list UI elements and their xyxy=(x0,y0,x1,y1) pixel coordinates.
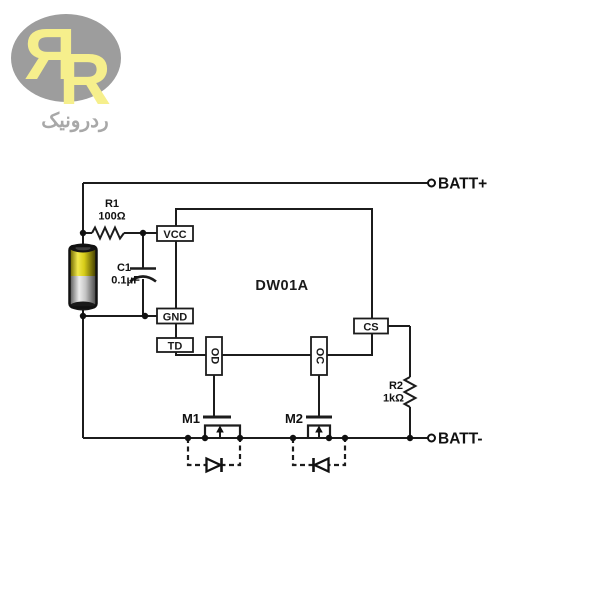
pin-label-td: TD xyxy=(168,340,183,352)
pin-box-cs xyxy=(353,317,389,335)
battery-icon xyxy=(68,243,98,311)
pin-box-td xyxy=(156,337,194,353)
pin-box-oc xyxy=(310,336,328,376)
junction-dot xyxy=(141,312,149,320)
brand-logo: Я R ردرونیک xyxy=(11,14,121,133)
junction-dot xyxy=(325,434,333,442)
junction-dots xyxy=(79,229,414,442)
logo-monogram-right: R xyxy=(59,40,111,120)
m2-ref-label: M2 xyxy=(285,411,303,426)
resistor-r1-icon xyxy=(91,225,125,241)
body-diode-m2-icon xyxy=(291,438,347,474)
chip-label: DW01A xyxy=(255,278,308,294)
chip-outline xyxy=(175,208,373,356)
junction-dot xyxy=(289,434,297,442)
chip-pins: VCC GND TD OD OC CS xyxy=(156,225,389,376)
c1-value-label: 0.1μF xyxy=(111,275,140,287)
junction-dot xyxy=(139,229,147,237)
r2-ref-label: R2 xyxy=(389,380,403,392)
pin-label-oc: OC xyxy=(314,348,326,365)
pin-label-gnd: GND xyxy=(163,311,188,323)
pin-label-od: OD xyxy=(209,348,221,365)
resistor-r2-icon xyxy=(402,376,418,408)
m2-diode-dashed-loop xyxy=(291,438,347,467)
m2-diode-triangle xyxy=(311,456,330,474)
m1-channel xyxy=(203,424,242,438)
capacitor-c1-icon xyxy=(129,267,157,283)
logo-ellipse xyxy=(11,14,121,102)
batt-minus-label: BATT- xyxy=(438,431,482,448)
component-labels: BATT+ BATT- R1 100Ω C1 0.1μF R2 1kΩ M1 M… xyxy=(98,176,487,448)
r1-ref-label: R1 xyxy=(105,198,119,210)
pin-box-gnd xyxy=(156,307,194,325)
junction-dot xyxy=(79,229,87,237)
pin-box-od xyxy=(205,336,223,376)
junction-dot xyxy=(341,434,349,442)
terminal-batt-plus-icon xyxy=(427,178,436,188)
body-diode-m1-icon xyxy=(186,438,242,474)
logo-wordmark: ردرونیک xyxy=(41,110,108,133)
pin-label-vcc: VCC xyxy=(163,229,186,241)
m2-arrow-head xyxy=(315,425,323,433)
junction-dot xyxy=(406,434,414,442)
junction-dot xyxy=(201,434,209,442)
m1-ref-label: M1 xyxy=(182,411,200,426)
c1-plate-curved xyxy=(129,275,157,283)
logo-monogram-left: Я xyxy=(24,15,76,95)
junction-dot xyxy=(79,312,87,320)
r2-value-label: 1kΩ xyxy=(383,393,404,405)
m1-arrow-head xyxy=(216,425,224,433)
junction-dot xyxy=(184,434,192,442)
r1-value-label: 100Ω xyxy=(98,211,125,223)
pin-box-vcc xyxy=(156,225,194,242)
junction-dot xyxy=(236,434,244,442)
batt-plus-label: BATT+ xyxy=(438,176,487,193)
m1-diode-triangle xyxy=(205,456,224,474)
terminal-batt-minus-icon xyxy=(427,433,436,443)
mosfet-m1-icon xyxy=(203,415,242,438)
pin-label-cs: CS xyxy=(363,321,378,333)
c1-ref-label: C1 xyxy=(117,262,131,274)
mosfet-m2-icon xyxy=(306,415,332,438)
circuit-wires xyxy=(82,182,428,439)
